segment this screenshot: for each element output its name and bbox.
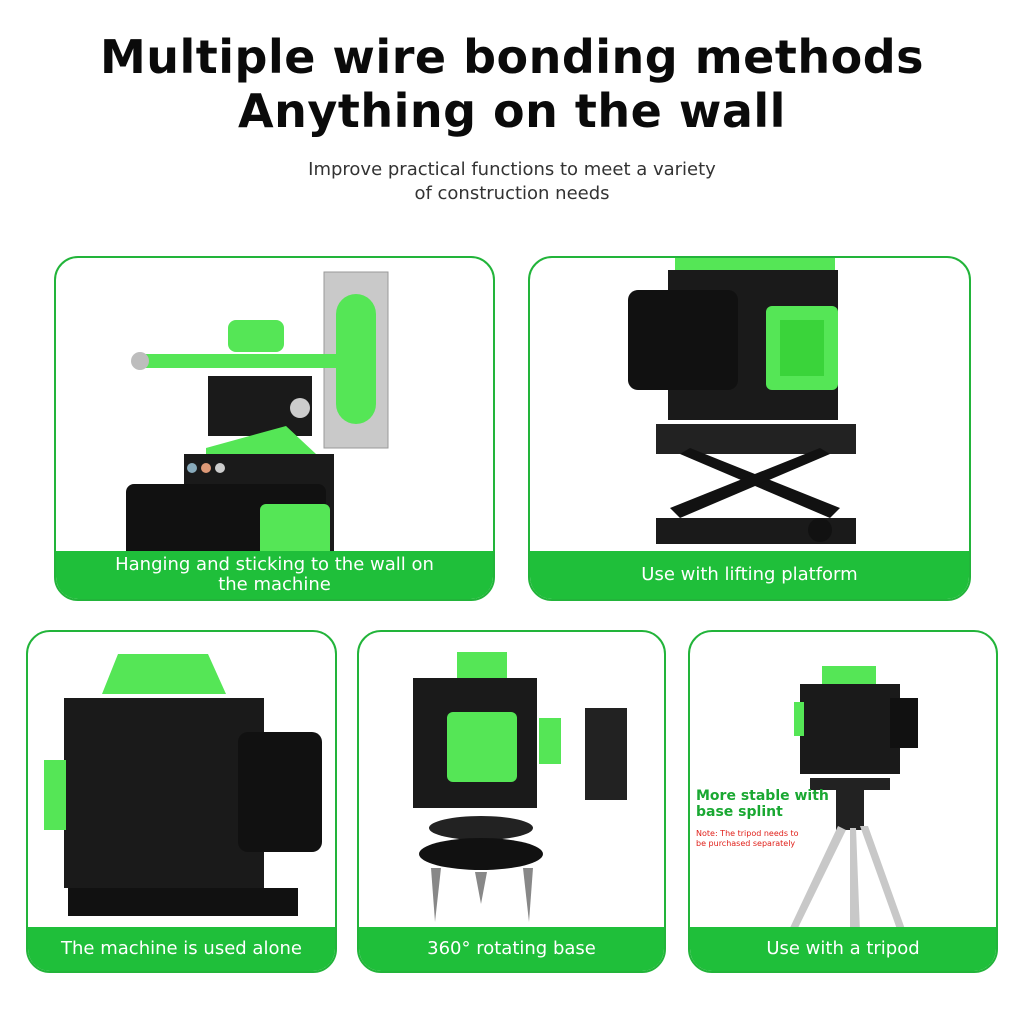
page-title-line-1: Multiple wire bonding methods [99,30,925,84]
panel-used-alone: The machine is used alone [26,630,337,973]
panel-wall-mount: Hanging and sticking to the wall on the … [54,256,495,601]
caption-wall-mount: Hanging and sticking to the wall on the … [56,551,493,599]
tripod-note: More stable with base splint [696,788,829,820]
tripod-warning-line-2: be purchased separately [696,839,796,848]
page-title-line-2: Anything on the wall [238,84,786,138]
tripod-note-line-1: More stable with [696,788,829,804]
tripod-note-line-2: base splint [696,804,783,820]
panel-rotating-base: 360° rotating base [357,630,666,973]
lifting-platform-illustration [628,258,856,544]
tripod-illustration [788,666,918,932]
caption-used-alone: The machine is used alone [28,927,335,971]
panel-tripod: More stable with base splint Note: The t… [688,630,998,973]
rotating-base-illustration [413,652,627,922]
machine-alone-illustration [44,654,322,916]
tripod-warning-line-1: Note: The tripod needs to [696,829,799,838]
caption-rotating-base: 360° rotating base [359,927,664,971]
subtitle-line-1: Improve practical functions to meet a va… [308,159,716,180]
panel-lifting-platform: Use with lifting platform [528,256,971,601]
wall-mount-illustration [126,271,389,599]
caption-wall-mount-line-1: Hanging and sticking to the wall on [115,554,434,575]
caption-lifting-platform: Use with lifting platform [530,551,969,599]
caption-tripod: Use with a tripod [690,927,996,971]
caption-wall-mount-line-2: the machine [218,574,331,595]
tripod-warning: Note: The tripod needs to be purchased s… [696,829,799,849]
subtitle-line-2: of construction needs [414,183,610,204]
